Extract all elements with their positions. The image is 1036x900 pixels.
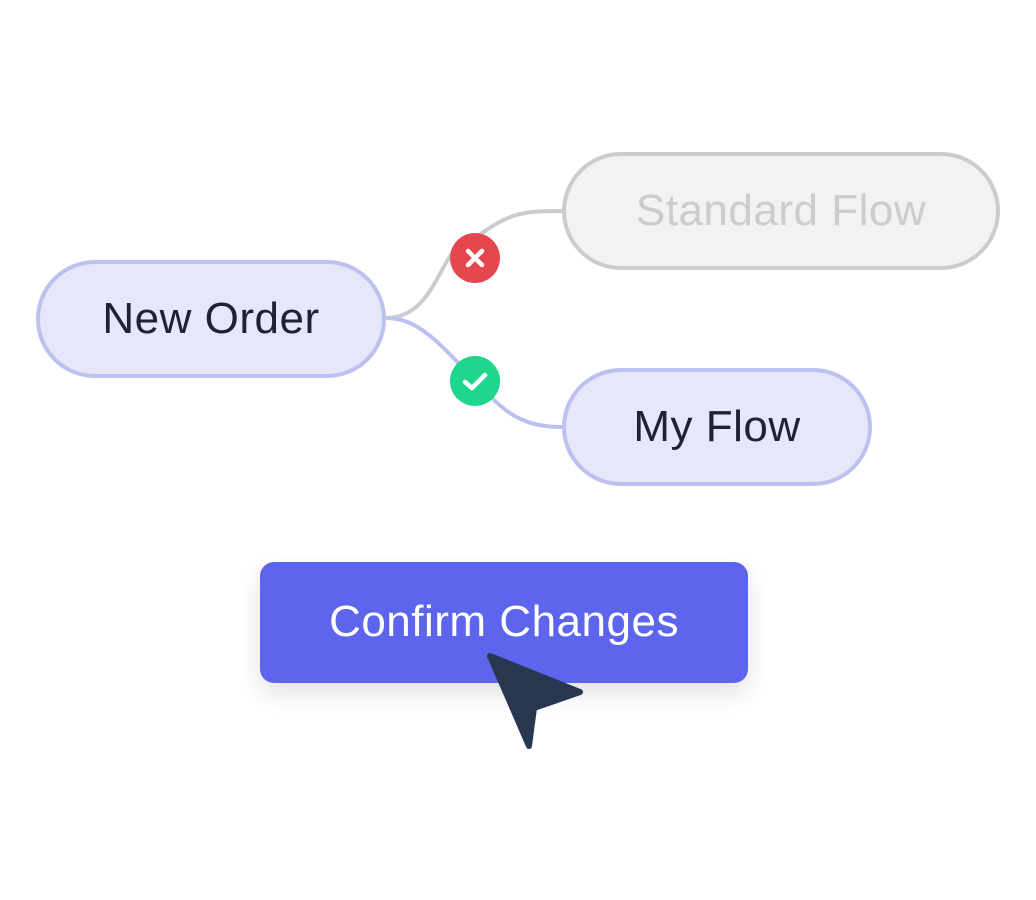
node-label: Standard Flow: [635, 186, 927, 235]
node-my-flow[interactable]: My Flow: [562, 368, 872, 486]
x-icon: [450, 233, 500, 283]
node-standard-flow[interactable]: Standard Flow: [562, 152, 1000, 270]
node-label: My Flow: [633, 402, 801, 451]
node-new-order[interactable]: New Order: [36, 260, 386, 378]
check-icon: [450, 356, 500, 406]
node-label: New Order: [102, 294, 320, 343]
confirm-changes-label: Confirm Changes: [329, 596, 679, 646]
cursor-pointer-icon: [487, 653, 583, 749]
